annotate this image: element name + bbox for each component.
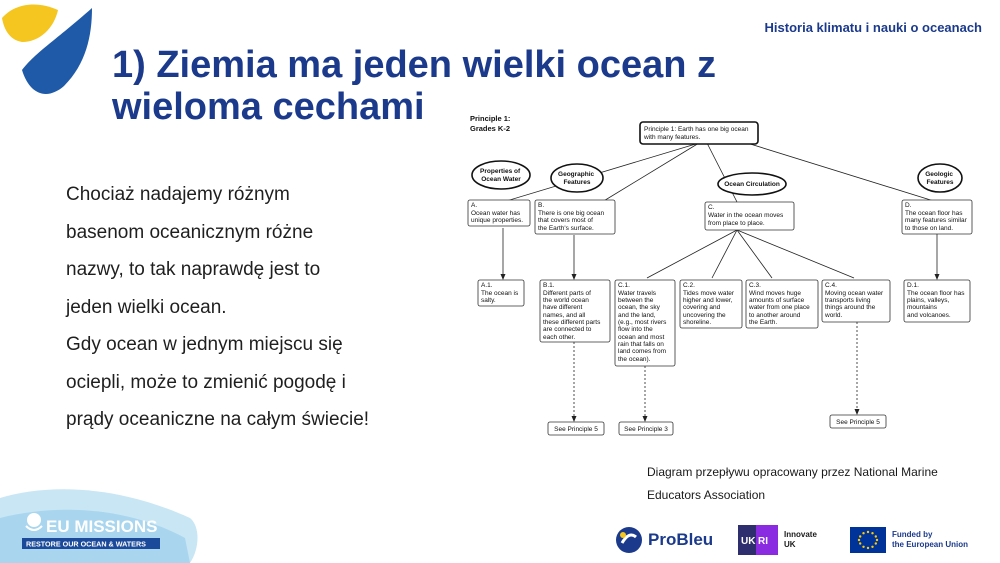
eu-funded-logo: Funded by the European Union — [850, 520, 1000, 560]
eu-missions-subtitle: RESTORE OUR OCEAN & WATERS — [26, 540, 146, 549]
body-line: ociepli, może to zmienić pogodę i — [66, 371, 346, 393]
innovate-uk-label: Innovate UK — [784, 530, 817, 550]
eu-line-2: the European Union — [892, 540, 968, 549]
eu-funded-label: Funded by the European Union — [892, 530, 968, 550]
see-principle-5-right: See Principle 5 — [836, 419, 880, 426]
body-line: prądy oceaniczne na całym świecie! — [66, 409, 370, 430]
category-geographic: Geographic Features — [558, 171, 596, 186]
body-line: jeden wielki ocean. — [66, 296, 227, 318]
node-b1: B.1. Different parts of the world ocean … — [543, 282, 602, 341]
category-circulation: Ocean Circulation — [724, 181, 780, 188]
node-a1: A.1. The ocean is salty. — [481, 282, 520, 304]
eu-missions-logo: EU MISSIONS RESTORE OUR OCEAN & WATERS — [0, 478, 210, 563]
ukri-line-2: UK — [784, 540, 796, 549]
diagram-header: Principle 1: Grades K-2 — [470, 114, 513, 133]
body-text: Chociaż nadajemy różnym basenom oceanicz… — [66, 176, 446, 439]
node-d: D. The ocean floor has many features sim… — [905, 202, 969, 232]
see-principle-5-left: See Principle 5 — [554, 426, 598, 433]
node-c4: C.4. Moving ocean water transports livin… — [824, 282, 885, 319]
title-line-2: wieloma cechami — [112, 86, 425, 128]
eu-line-1: Funded by — [892, 530, 933, 539]
see-principle-3: See Principle 3 — [624, 426, 668, 433]
root-node: Principle 1: Earth has one big ocean wit… — [643, 126, 750, 141]
node-a: A. Ocean water has unique properties. — [471, 202, 523, 224]
ukri-icon: UK RI — [738, 525, 778, 555]
category-properties: Properties of Ocean Water — [480, 168, 522, 183]
node-c: C. Water in the ocean moves from place t… — [708, 204, 785, 227]
probleu-label: ProBleu — [648, 530, 714, 549]
node-d1: D.1. The ocean floor has plains, valleys… — [907, 282, 966, 319]
caption-line-2: Educators Association — [647, 488, 766, 502]
flow-diagram: Principle 1: Grades K-2 Principle 1: Ear… — [462, 110, 974, 442]
eu-flag-icon — [850, 527, 886, 553]
brand-wave-logo — [0, 0, 100, 100]
node-c3: C.3. Wind moves huge amounts of surface … — [748, 282, 812, 326]
probleu-logo: ProBleu — [614, 520, 724, 560]
category-geologic: Geologic Features — [925, 171, 955, 186]
body-line: Gdy ocean w jednym miejscu się — [66, 334, 343, 355]
section-tag: Historia klimatu i nauki o oceanach — [764, 20, 982, 35]
ukri-line-1: Innovate — [784, 530, 817, 539]
svg-text:RI: RI — [758, 536, 768, 547]
probleu-icon — [616, 527, 642, 553]
innovate-uk-logo: UK RI Innovate UK — [738, 520, 838, 560]
caption-line-1: Diagram przepływu opracowany przez Natio… — [647, 465, 938, 479]
body-line: Chociaż nadajemy różnym — [66, 184, 290, 205]
partner-logos: ProBleu UK RI Innovate UK Funded by the … — [614, 520, 1000, 560]
body-line: basenom oceanicznym różne — [66, 221, 314, 243]
title-line-1: 1) Ziemia ma jeden wielki ocean z — [112, 44, 717, 86]
node-c2: C.2. Tides move water higher and lower, … — [683, 282, 736, 326]
slide-title: 1) Ziemia ma jeden wielki ocean z wielom… — [112, 44, 792, 128]
body-line: nazwy, to tak naprawdę jest to — [66, 259, 321, 280]
diagram-caption: Diagram przepływu opracowany przez Natio… — [647, 461, 987, 507]
node-b: B. There is one big ocean that covers mo… — [538, 202, 606, 232]
svg-text:UK: UK — [741, 536, 756, 547]
eu-missions-title: EU MISSIONS — [46, 517, 157, 536]
node-c1: C.1. Water travels between the ocean, th… — [618, 282, 668, 363]
